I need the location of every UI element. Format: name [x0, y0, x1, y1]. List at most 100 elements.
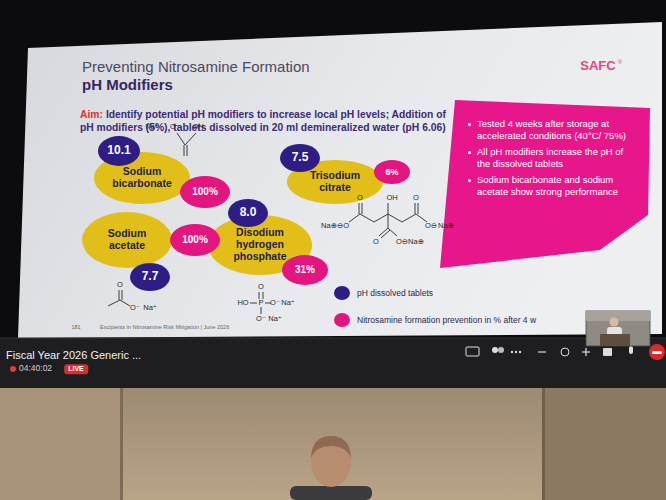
bond — [120, 300, 130, 306]
atom-label: O — [117, 281, 123, 289]
bond — [381, 230, 390, 238]
bond — [250, 303, 257, 304]
bond — [388, 228, 397, 236]
more-icon — [519, 351, 521, 353]
node-label: 31% — [295, 264, 315, 275]
ellipse-shape — [228, 199, 268, 227]
atom-label: O⁻ — [170, 123, 180, 131]
room-wall — [0, 388, 666, 500]
prevention-circle: 31% — [282, 255, 328, 285]
bullet-text: All pH modifiers increase the pH of the … — [477, 146, 636, 169]
panel-seam — [542, 388, 545, 500]
node-label: Disodium hydrogen phosphate — [220, 227, 300, 262]
people-icon — [492, 347, 498, 353]
bullet-row: Sodium bicarbonate and sodium acetate sh… — [468, 174, 636, 197]
atom-label: O⊖ — [396, 238, 408, 246]
atom-label: Na⁺ — [268, 315, 282, 323]
person-shoulders — [290, 486, 372, 500]
ellipse-shape — [282, 255, 328, 285]
node-label: 10.1 — [107, 144, 130, 157]
ph-circle: 7.7 — [130, 263, 170, 291]
speaker-head — [610, 318, 619, 327]
elapsed-time: 04:40:02 — [19, 364, 52, 373]
more-icon — [515, 351, 517, 353]
node-label: 100% — [182, 234, 208, 245]
ph-circle: 8.0 — [228, 199, 268, 227]
person-head — [311, 437, 351, 487]
node-text-box: 100% — [172, 224, 218, 256]
page-number: 181 — [71, 324, 80, 330]
atom-label: Na⁺ — [145, 123, 159, 131]
bullet-dot — [468, 151, 471, 154]
legend-swatch — [334, 286, 350, 300]
bond — [261, 307, 262, 314]
video-thumbnail — [586, 311, 650, 346]
aim-prefix: Aim: — [80, 109, 103, 120]
atom-label: O — [258, 283, 264, 291]
node-label: 100% — [192, 186, 218, 197]
atom-label: OH — [192, 123, 203, 131]
aim-text: Identify potential pH modifiers to incre… — [80, 109, 446, 133]
compound-ellipse: Sodium acetate — [82, 212, 172, 268]
plus-icon — [582, 351, 590, 352]
bond — [184, 145, 185, 156]
bond — [177, 133, 185, 145]
atom-label: ⊖O — [337, 222, 349, 230]
bond — [418, 203, 419, 214]
node-label: Trisodium citrate — [301, 170, 369, 194]
legend-swatch — [334, 313, 350, 327]
slide-title: Preventing Nitrosamine Formation — [82, 58, 310, 75]
bullet-dot — [468, 179, 471, 182]
bullet-dot — [468, 123, 471, 126]
camera-icon — [603, 348, 612, 356]
prevention-circle: 100% — [170, 224, 220, 256]
node-text-box: 7.7 — [132, 263, 168, 291]
node-text-box: 31% — [284, 255, 326, 285]
logo-mark: ® — [618, 59, 622, 66]
node-label: Sodium acetate — [94, 228, 160, 252]
prevention-circle: 6% — [374, 160, 410, 184]
atom-label: O⁻ — [130, 304, 140, 312]
callout-shape — [440, 100, 650, 268]
atom-label: O — [357, 194, 363, 202]
wall-panel — [545, 388, 666, 500]
bullet-text: Tested 4 weeks after storage at accelera… — [477, 118, 636, 141]
node-label: 7.7 — [142, 270, 159, 283]
panel-seam — [120, 388, 123, 500]
lectern — [600, 334, 630, 346]
ph-circle: 7.5 — [280, 144, 320, 172]
atom-label: O — [373, 238, 379, 246]
node-text-box: Tested 4 weeks after storage at accelera… — [468, 118, 636, 202]
people-icon — [498, 347, 504, 353]
bond — [108, 300, 120, 306]
bond — [379, 228, 388, 236]
bond — [362, 203, 363, 214]
node-label: Sodium bicarbonate — [110, 166, 174, 190]
slide-surface — [18, 22, 662, 338]
bond — [388, 203, 389, 214]
minus-icon — [538, 351, 546, 352]
bond — [187, 145, 188, 156]
bond — [415, 203, 416, 214]
atom-label: Na⁺ — [281, 299, 295, 307]
footer-text: Excipients in Nitrosamine Risk Mitigatio… — [100, 324, 229, 330]
atom-label: HO — [237, 299, 248, 307]
ellipse-shape — [280, 144, 320, 172]
video-wall — [586, 311, 650, 321]
legend-text: Nitrosamine formation prevention in % af… — [357, 315, 536, 325]
ellipse-shape — [180, 176, 230, 208]
hangup-button — [649, 344, 665, 360]
node-text-box: 10.1 — [100, 136, 138, 166]
hangup-icon — [652, 351, 662, 354]
bond — [185, 133, 196, 145]
summary-callout: Tested 4 weeks after storage at accelera… — [438, 100, 652, 270]
bullet-row: All pH modifiers increase the pH of the … — [468, 146, 636, 169]
node-text-box: 7.5 — [282, 144, 318, 172]
aim-paragraph: Aim:Identify potential pH modifiers to i… — [80, 108, 452, 135]
legend-text: pH dissolved tablets — [357, 288, 433, 298]
ellipse-shape — [98, 136, 140, 166]
atom-label: O — [413, 194, 419, 202]
node-text-box: 100% — [182, 176, 228, 208]
record-dot — [10, 366, 16, 372]
